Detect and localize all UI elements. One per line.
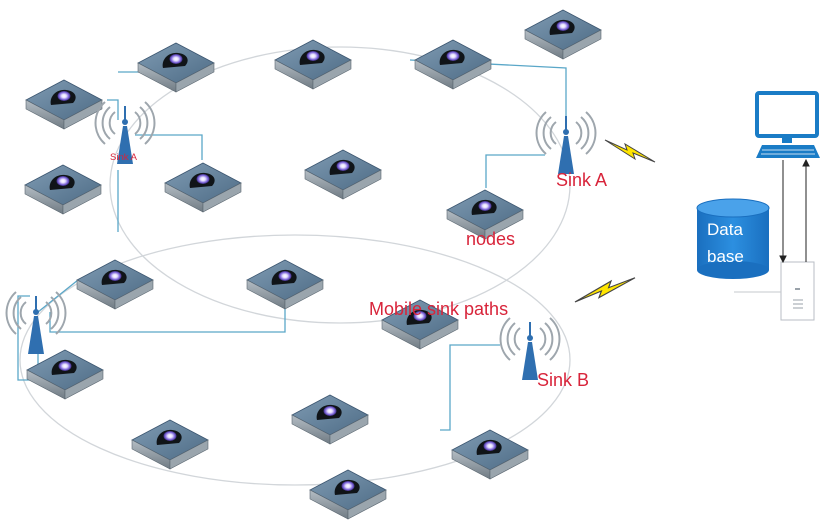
- sensor-node-icon: [246, 259, 324, 310]
- sink-a-small-label: Sink A: [110, 152, 138, 163]
- sink-a-label: Sink A: [556, 170, 607, 190]
- mobile-sink-path-a: [109, 46, 571, 324]
- sensor-node-icon: [24, 164, 102, 215]
- sensor-node-icon: [76, 259, 154, 310]
- sensor-node-icon: [25, 79, 103, 130]
- mobile-sink-path-b: [19, 234, 571, 486]
- nodes-label: nodes: [466, 229, 515, 249]
- sensor-node-icon: [309, 469, 387, 520]
- sensor-node-icon: [131, 419, 209, 470]
- communication-links: [17, 59, 567, 431]
- computer-monitor-icon: [755, 91, 820, 158]
- sensor-node-icon: [291, 394, 369, 445]
- sensor-node-icon: [137, 42, 215, 93]
- sensor-node-icon: [524, 9, 602, 60]
- database-label-line1: Data: [707, 220, 743, 239]
- sensor-node-icon: [414, 39, 492, 90]
- antenna-tower-icon: [5, 291, 67, 355]
- sensor-node-icon: [451, 429, 529, 480]
- lightning-icon: [574, 277, 636, 303]
- server-icon: [780, 261, 815, 321]
- mobile-sink-paths-label: Mobile sink paths: [369, 299, 508, 319]
- server-links: [734, 158, 810, 293]
- sink-b-label: Sink B: [537, 370, 589, 390]
- antenna-tower-icon: [535, 111, 597, 175]
- sensor-node-icon: [164, 162, 242, 213]
- sensor-node-icon: [304, 149, 382, 200]
- lightning-icon: [604, 139, 656, 163]
- database-label-line2: base: [707, 247, 744, 266]
- database-icon: [696, 198, 770, 279]
